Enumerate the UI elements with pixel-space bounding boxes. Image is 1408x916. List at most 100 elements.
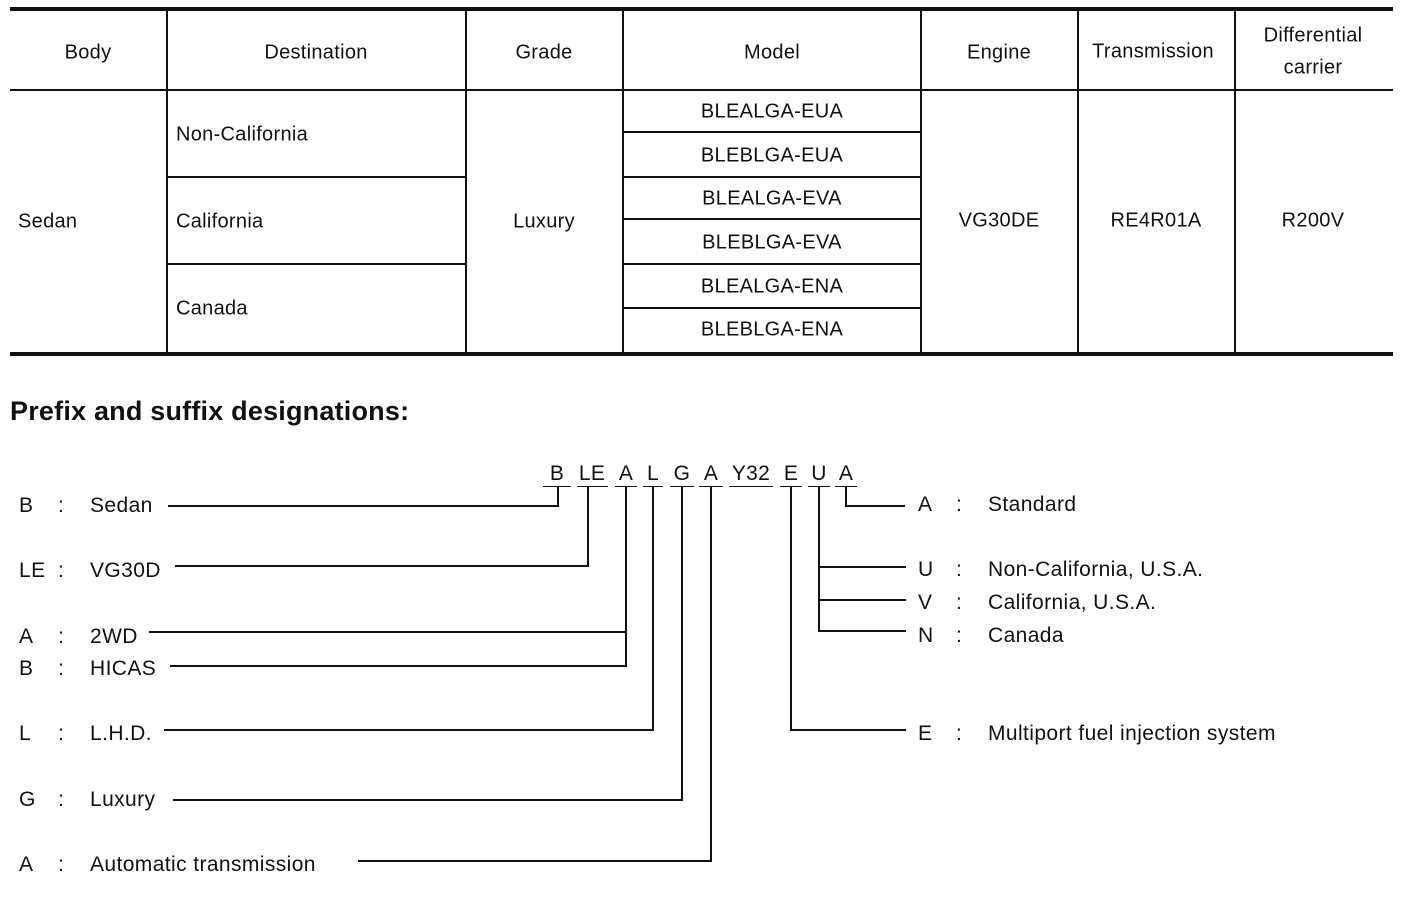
legend-code: A [19,853,34,876]
code-part: LE [578,462,606,485]
code-part: G [673,462,691,485]
leader-line [845,486,847,507]
legend-sep: : [956,722,963,745]
leader-line [845,505,905,507]
leader-line [625,486,627,667]
leader-line [587,486,589,566]
code-part: E [783,462,799,485]
code-underline [577,486,608,487]
cell-transmission: RE4R01A [1110,209,1202,232]
legend-desc: Canada [988,624,1064,647]
row-divider [622,307,922,309]
col-divider [465,9,467,354]
legend-code: B [19,494,34,517]
code-part: B [549,462,565,485]
cell-model: BLEBLGA-EVA [702,231,842,254]
col-divider [920,9,922,354]
legend-desc: L.H.D. [90,722,152,745]
legend-desc: Sedan [90,494,153,517]
legend-sep: : [58,559,65,582]
leader-line [681,486,683,801]
leader-line [170,665,627,667]
legend-sep: : [956,493,963,516]
cell-destination: Non-California [176,123,309,146]
leader-line [790,486,792,731]
legend-sep: : [58,657,65,680]
legend-sep: : [58,494,65,517]
cell-model: BLEBLGA-ENA [700,318,844,341]
code-part: Y32 [731,462,771,485]
code-part: A [618,462,634,485]
row-divider [622,218,922,220]
row-divider [166,176,466,178]
leader-line [175,565,589,567]
leader-line [818,599,906,601]
legend-code: E [918,722,933,745]
header-grade: Grade [515,41,573,64]
leader-line [557,486,559,507]
legend-desc: Automatic transmission [90,853,316,876]
leader-line [149,631,627,633]
legend-code: G [19,788,36,811]
header-destination: Destination [264,41,368,64]
code-part: U [811,462,827,485]
leader-line [173,799,683,801]
leader-line [790,729,906,731]
legend-code: A [918,493,933,516]
header-body: Body [64,41,112,64]
legend-code: B [19,657,34,680]
legend-desc: Luxury [90,788,156,811]
section-title: Prefix and suffix designations: [10,396,410,426]
cell-destination: California [176,210,264,233]
legend-desc: Multiport fuel injection system [988,722,1276,745]
leader-line [818,566,906,568]
legend-desc: Non-California, U.S.A. [988,558,1204,581]
leader-line [652,486,654,731]
table-top-border [10,7,1393,11]
header-model: Model [744,41,800,64]
leader-line [818,630,906,632]
legend-desc: 2WD [90,625,138,648]
row-divider [622,131,922,133]
cell-grade: Luxury [513,210,575,233]
leader-line [818,486,820,632]
row-divider [622,263,922,265]
header-transmission: Transmission [1092,40,1214,63]
code-part: A [703,462,719,485]
legend-desc: Standard [988,493,1077,516]
code-part: A [838,462,854,485]
cell-model: BLEALGA-EUA [700,100,844,123]
legend-sep: : [58,788,65,811]
legend-code: U [918,558,934,581]
header-differential-line1: Differential [1263,24,1363,47]
legend-code: LE [19,559,46,582]
row-divider [622,176,922,178]
legend-sep: : [956,591,963,614]
legend-code: A [19,625,34,648]
cell-model: BLEBLGA-EUA [700,144,844,167]
col-divider [166,9,168,354]
legend-desc: California, U.S.A. [988,591,1157,614]
col-divider [1077,9,1079,354]
table-bottom-border [10,352,1393,356]
table-header-divider [10,89,1393,91]
cell-body: Sedan [18,210,78,233]
legend-sep: : [956,624,963,647]
cell-destination: Canada [176,297,248,320]
cell-model: BLEALGA-ENA [700,275,844,298]
cell-engine: VG30DE [958,209,1040,232]
header-engine: Engine [966,41,1032,64]
legend-sep: : [956,558,963,581]
legend-desc: VG30D [90,559,161,582]
legend-code: V [918,591,933,614]
legend-sep: : [58,722,65,745]
legend-desc: HICAS [90,657,157,680]
legend-sep: : [58,853,65,876]
cell-differential: R200V [1281,209,1345,232]
header-differential-line2: carrier [1283,56,1343,79]
col-divider [622,9,624,354]
cell-model: BLEALGA-EVA [702,187,842,210]
legend-code: N [918,624,934,647]
row-divider [166,263,466,265]
leader-line [358,860,712,862]
